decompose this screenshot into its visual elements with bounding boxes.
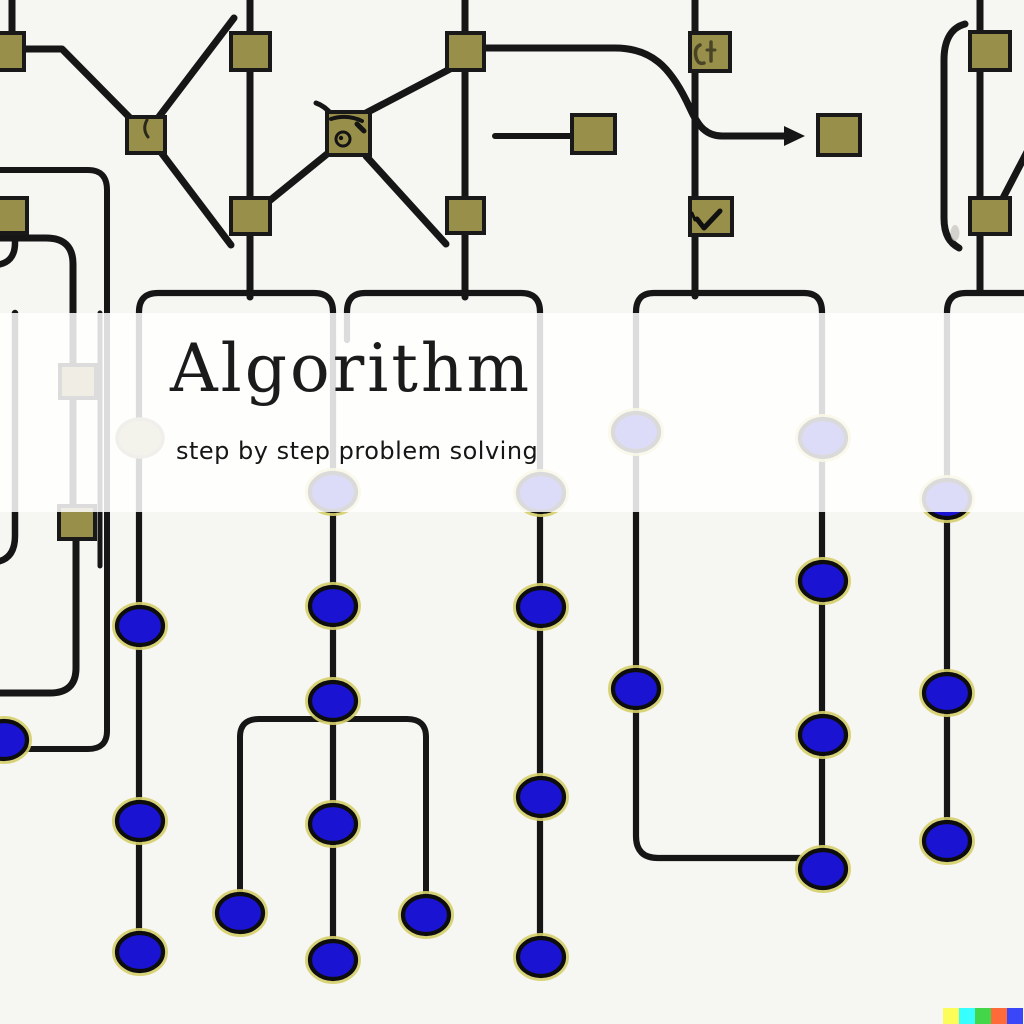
connector-line <box>362 152 450 248</box>
camera-icon <box>334 130 352 148</box>
flow-node-halo <box>0 716 32 764</box>
connector-line <box>264 146 336 206</box>
flow-node <box>797 559 849 603</box>
flow-node-halo <box>305 677 361 725</box>
connector-line <box>0 533 80 697</box>
process-square <box>688 196 734 237</box>
page-title: Algorithm <box>170 330 533 407</box>
flow-node <box>515 585 567 629</box>
watermark-swatch <box>991 1008 1007 1024</box>
flow-node <box>307 802 359 846</box>
flow-node <box>515 775 567 819</box>
flow-node <box>307 584 359 628</box>
flow-node <box>307 679 359 723</box>
connector-line <box>943 289 1024 847</box>
flow-node-halo <box>608 665 664 713</box>
connector-line <box>0 234 77 512</box>
camera-icon <box>338 135 344 141</box>
flow-node-halo <box>112 602 168 650</box>
connector-line <box>135 289 337 966</box>
process-square <box>229 196 272 236</box>
flow-node-halo <box>513 583 569 631</box>
flow-node <box>0 718 30 762</box>
check-glyph <box>694 208 723 231</box>
flow-node-halo <box>795 557 851 605</box>
connector-line <box>362 65 454 117</box>
connector-line <box>632 289 826 875</box>
page-subtitle: step by step problem solving <box>176 437 539 465</box>
connector-line <box>480 44 788 140</box>
camera-icon <box>354 121 367 134</box>
flow-node-halo <box>919 817 975 865</box>
flow-node <box>307 938 359 982</box>
flow-node-halo <box>112 928 168 976</box>
flow-node <box>114 604 166 648</box>
process-square <box>229 31 272 72</box>
watermark-swatch <box>975 1008 991 1024</box>
flow-node-halo <box>795 711 851 759</box>
connector-line <box>343 289 544 963</box>
flow-node <box>114 799 166 843</box>
watermark-swatch <box>943 1008 959 1024</box>
check-glyph <box>690 211 697 222</box>
connector-line <box>0 309 19 565</box>
connector-line <box>20 45 139 127</box>
flow-node-halo <box>919 669 975 717</box>
process-square <box>445 196 486 235</box>
flow-node <box>515 935 567 979</box>
flow-node <box>400 893 452 937</box>
title-banner <box>0 313 1024 512</box>
scribble-glyph <box>693 43 706 66</box>
watermark-swatch <box>1007 1008 1023 1024</box>
flow-node <box>797 713 849 757</box>
process-square <box>968 196 1012 236</box>
process-square <box>816 113 862 157</box>
flow-node <box>114 930 166 974</box>
connector-line <box>156 147 235 249</box>
watermark-swatch <box>959 1008 975 1024</box>
flow-node <box>921 819 973 863</box>
process-square <box>445 31 486 72</box>
process-square <box>570 113 617 155</box>
flow-node-halo <box>305 936 361 984</box>
process-square <box>0 196 29 235</box>
arrowhead-icon <box>784 126 805 146</box>
process-square <box>968 30 1012 72</box>
camera-icon <box>329 114 364 123</box>
connector-line <box>154 14 238 122</box>
flow-node <box>921 671 973 715</box>
flow-node <box>610 667 662 711</box>
flow-node-halo <box>305 800 361 848</box>
flow-node-halo <box>513 933 569 981</box>
flow-node-halo <box>513 773 569 821</box>
flow-node <box>797 847 849 891</box>
flow-node-halo <box>305 582 361 630</box>
flow-node-halo <box>795 845 851 893</box>
flow-node-halo <box>112 797 168 845</box>
flow-node-halo <box>398 891 454 939</box>
flow-node-halo <box>212 889 268 937</box>
connector-line <box>940 20 969 252</box>
flow-node <box>214 891 266 935</box>
process-square <box>0 31 26 72</box>
squiggle-glyph <box>143 118 150 139</box>
smudge-mark <box>950 225 960 241</box>
connector-line <box>0 229 19 268</box>
